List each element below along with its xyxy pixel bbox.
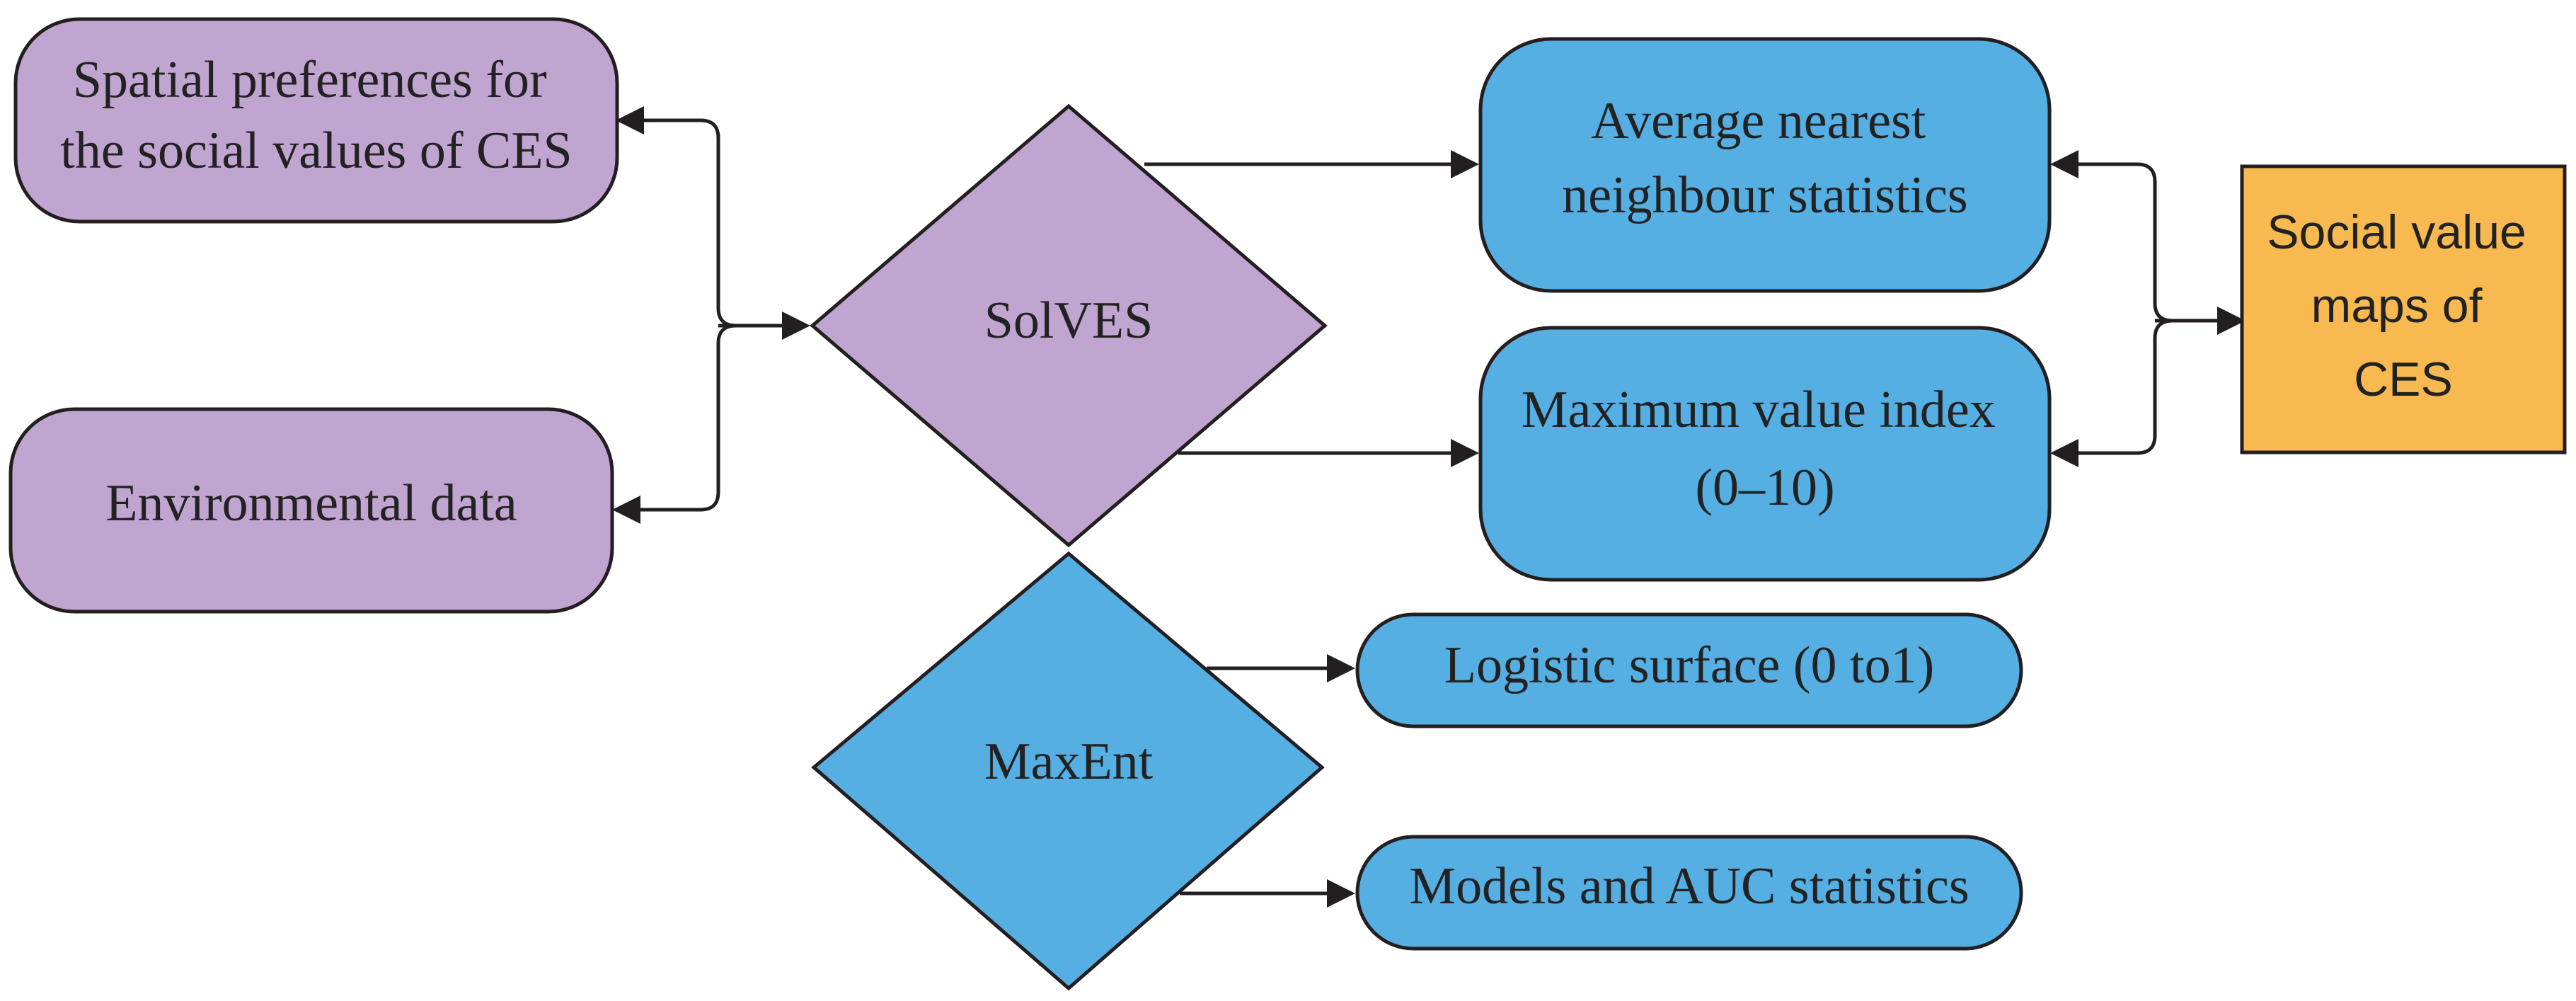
models-auc-label: Models and AUC statistics <box>1409 857 1969 915</box>
average-nearest-line-1: Average nearest <box>1591 92 1926 150</box>
arrow-maps-to-maximum-value <box>2050 319 2240 467</box>
environmental-data-shape <box>8 407 614 614</box>
solves-label: SolVES <box>984 292 1154 350</box>
logistic-surface-line-1: Logistic surface (0 to1) <box>1444 636 1935 694</box>
environmental-data-line-1: Environmental data <box>105 474 517 532</box>
maxent-label: MaxEnt <box>984 733 1154 791</box>
average-nearest-box: Average nearest neighbour statistics <box>1478 37 2052 293</box>
models-auc-line-1: Models and AUC statistics <box>1409 857 1969 915</box>
environmental-data-box: Environmental data <box>8 407 614 614</box>
models-auc-shape <box>1355 835 2023 951</box>
maximum-value-box: Maximum value index (0–10) <box>1478 326 2052 582</box>
solves-line-1: SolVES <box>984 292 1154 350</box>
maxent-shape <box>811 551 1325 991</box>
solves-diamond: SolVES <box>810 103 1328 548</box>
average-nearest-shape <box>1478 37 2052 293</box>
maxent-line-1: MaxEnt <box>984 733 1154 791</box>
social-value-maps-label: Social value maps of CES <box>2267 205 2540 406</box>
arrow-to-environmental-data <box>612 324 803 524</box>
maximum-value-line-2: (0–10) <box>1695 459 1834 517</box>
logistic-surface-label: Logistic surface (0 to1) <box>1444 636 1935 694</box>
spatial-preferences-line-1: Spatial preferences for <box>73 51 547 109</box>
solves-shape <box>810 103 1328 548</box>
social-value-maps-line-1: Social value <box>2267 205 2526 259</box>
maximum-value-line-1: Maximum value index <box>1522 381 1996 439</box>
social-value-maps-box: Social value maps of CES <box>2240 164 2567 454</box>
social-value-maps-shape <box>2240 164 2567 454</box>
spatial-preferences-shape <box>13 17 619 224</box>
spatial-preferences-line-2: the social values of CES <box>60 122 572 180</box>
social-value-maps-line-3: CES <box>2354 353 2453 406</box>
logistic-surface-shape <box>1355 612 2023 728</box>
spatial-preferences-label: Spatial preferences for the social value… <box>60 51 572 180</box>
maximum-value-shape <box>1478 326 2052 582</box>
average-nearest-line-2: neighbour statistics <box>1562 166 1967 224</box>
connectors <box>612 106 2246 908</box>
models-auc-box: Models and AUC statistics <box>1355 835 2023 951</box>
maximum-value-label: Maximum value index (0–10) <box>1522 381 2008 517</box>
arrow-to-spatial-preferences <box>616 106 803 328</box>
average-nearest-label: Average nearest neighbour statistics <box>1562 92 1967 224</box>
social-value-maps-line-2: maps of <box>2311 279 2483 333</box>
logistic-surface-box: Logistic surface (0 to1) <box>1355 612 2023 728</box>
spatial-preferences-box: Spatial preferences for the social value… <box>13 17 619 224</box>
environmental-data-label: Environmental data <box>105 474 517 532</box>
arrow-maps-to-average-nearest <box>2050 150 2240 323</box>
maxent-diamond: MaxEnt <box>811 551 1325 991</box>
